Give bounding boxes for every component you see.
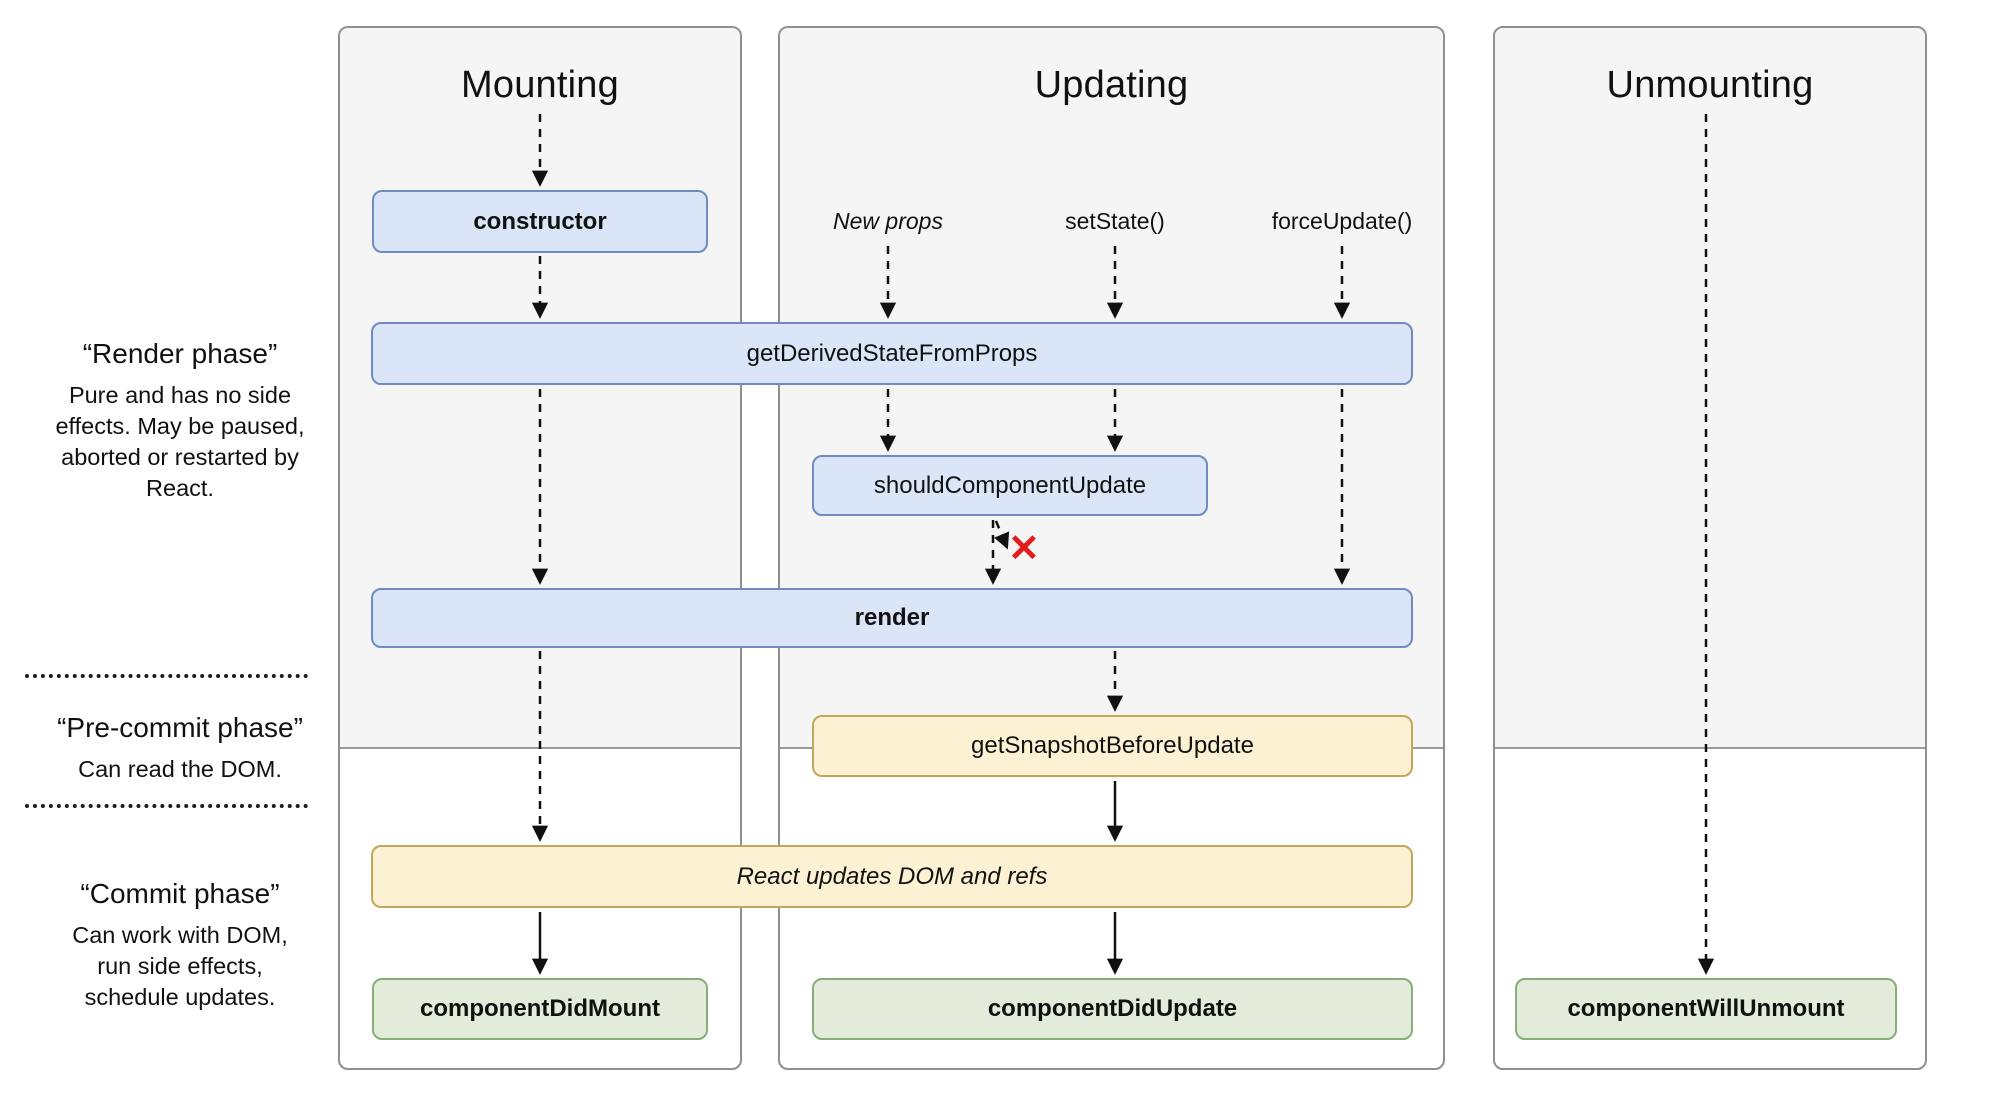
- updating-column-title: Updating: [1034, 64, 1189, 106]
- get-snapshot-before-update-box: getSnapshotBeforeUpdate: [812, 715, 1413, 777]
- skip-update-x-icon: ✕: [1008, 528, 1040, 570]
- component-did-mount-box: componentDidMount: [372, 978, 708, 1040]
- pre-commit-phase-description: Can read the DOM.: [78, 756, 282, 782]
- unmounting-render-phase-shade: [1495, 28, 1925, 749]
- commit-phase-description: Can work with DOM, run side effects, sch…: [72, 922, 288, 1010]
- pre-commit-phase-note: “Pre-commit phase” Can read the DOM.: [30, 712, 330, 785]
- phase-separator-bottom: [25, 804, 308, 808]
- force-update-label: forceUpdate(): [1271, 208, 1413, 234]
- pre-commit-phase-title: “Pre-commit phase”: [57, 712, 303, 743]
- updating-column: Updating: [778, 26, 1445, 1070]
- render-box: render: [371, 588, 1413, 648]
- unmounting-column: Unmounting: [1493, 26, 1927, 1070]
- set-state-label: setState(): [1065, 208, 1165, 234]
- component-will-unmount-box: componentWillUnmount: [1515, 978, 1897, 1040]
- render-phase-note: “Render phase” Pure and has no side effe…: [30, 338, 330, 504]
- constructor-box: constructor: [372, 190, 708, 253]
- render-phase-description: Pure and has no side effects. May be pau…: [55, 382, 305, 501]
- unmounting-column-title: Unmounting: [1606, 64, 1814, 106]
- new-props-label: New props: [833, 208, 943, 234]
- commit-phase-title: “Commit phase”: [80, 878, 280, 909]
- react-updates-dom-box: React updates DOM and refs: [371, 845, 1413, 908]
- component-did-update-box: componentDidUpdate: [812, 978, 1413, 1040]
- should-component-update-box: shouldComponentUpdate: [812, 455, 1208, 516]
- mounting-column-title: Mounting: [461, 64, 619, 106]
- commit-phase-note: “Commit phase” Can work with DOM, run si…: [30, 878, 330, 1013]
- get-derived-state-from-props-box: getDerivedStateFromProps: [371, 322, 1413, 385]
- mounting-column: Mounting: [338, 26, 742, 1070]
- phase-separator-top: [25, 674, 308, 678]
- render-phase-title: “Render phase”: [82, 338, 278, 369]
